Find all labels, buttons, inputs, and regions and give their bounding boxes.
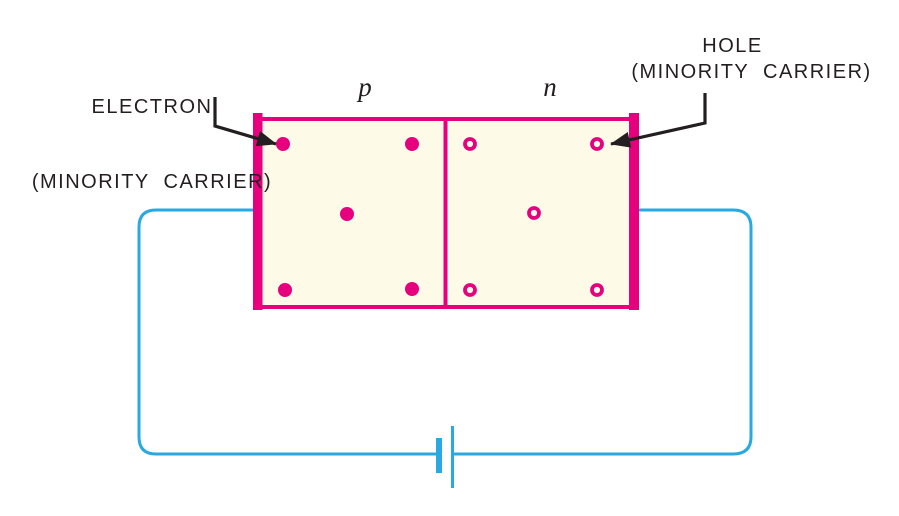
electron-dot (278, 283, 292, 297)
hole-dot (463, 137, 477, 151)
hole-dot (463, 283, 477, 297)
n-region-label: n (543, 72, 557, 102)
electron-label-line1: ELECTRON (91, 96, 213, 118)
p-region-label: p (358, 72, 372, 102)
p-region-dots (276, 137, 419, 297)
electron-dot (405, 137, 419, 151)
wire-left (137, 208, 436, 456)
hole-dot (590, 137, 604, 151)
n-region-dots (463, 137, 604, 297)
electron-dot (340, 207, 354, 221)
hole-label-line2: (MINORITY CARRIER) (631, 61, 872, 83)
electron-dot (276, 137, 290, 151)
battery-symbol (436, 426, 454, 488)
left-electrode (253, 113, 263, 310)
hole-dot (527, 206, 541, 220)
hole-arrow (610, 93, 707, 148)
semiconductor-block (253, 113, 639, 310)
hole-dot (590, 283, 604, 297)
electron-label: ELECTRON (MINORITY CARRIER) (2, 45, 302, 245)
electron-arrow (213, 97, 277, 147)
hole-label-line1: HOLE (702, 35, 763, 57)
electron-label-line2: (MINORITY CARRIER) (31, 171, 273, 193)
wire-right (454, 208, 753, 456)
right-electrode (629, 113, 639, 310)
electron-dot (405, 282, 419, 296)
